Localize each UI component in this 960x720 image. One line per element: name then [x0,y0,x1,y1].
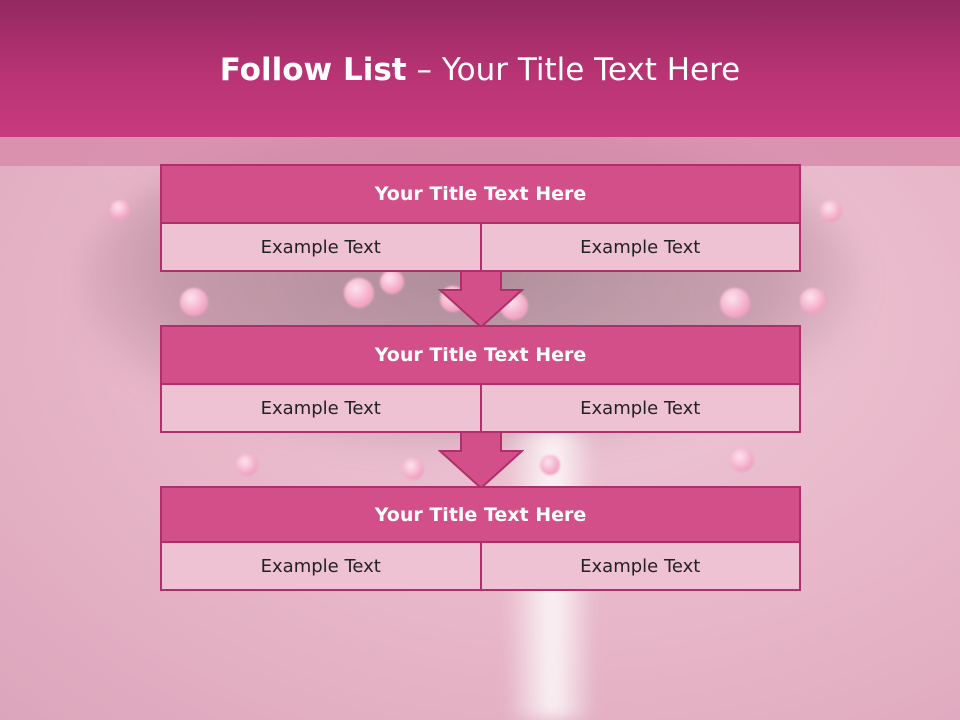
sprinkle [380,270,404,294]
block-cell-right: Example Text [479,543,799,589]
block-cell-left: Example Text [162,543,480,589]
down-arrow-icon [438,431,524,489]
block-title: Your Title Text Here [162,166,799,224]
sprinkle [180,288,208,316]
list-block-3: Your Title Text Here Example Text Exampl… [160,486,801,591]
block-title: Your Title Text Here [162,327,799,385]
down-arrow-icon [438,270,524,328]
sprinkle [820,200,842,222]
block-cell-right: Example Text [479,385,799,431]
slide-title: Follow List – Your Title Text Here [0,52,960,88]
title-underline-band [0,137,960,166]
title-bar: Follow List – Your Title Text Here [0,0,960,137]
block-cell-right: Example Text [479,224,799,270]
sprinkle [236,454,258,476]
sprinkle [402,458,424,480]
sprinkle [730,448,754,472]
sprinkle [800,288,826,314]
block-row: Example Text Example Text [162,224,799,270]
sprinkle [720,288,750,318]
block-title: Your Title Text Here [162,488,799,543]
block-row: Example Text Example Text [162,385,799,431]
sprinkle [344,278,374,308]
list-block-2: Your Title Text Here Example Text Exampl… [160,325,801,433]
block-cell-left: Example Text [162,224,480,270]
block-cell-left: Example Text [162,385,480,431]
slide-title-rest: – Your Title Text Here [406,52,741,88]
slide-title-bold: Follow List [219,52,407,88]
sprinkle [110,200,130,220]
list-block-1: Your Title Text Here Example Text Exampl… [160,164,801,272]
block-row: Example Text Example Text [162,543,799,589]
sprinkle [540,455,560,475]
